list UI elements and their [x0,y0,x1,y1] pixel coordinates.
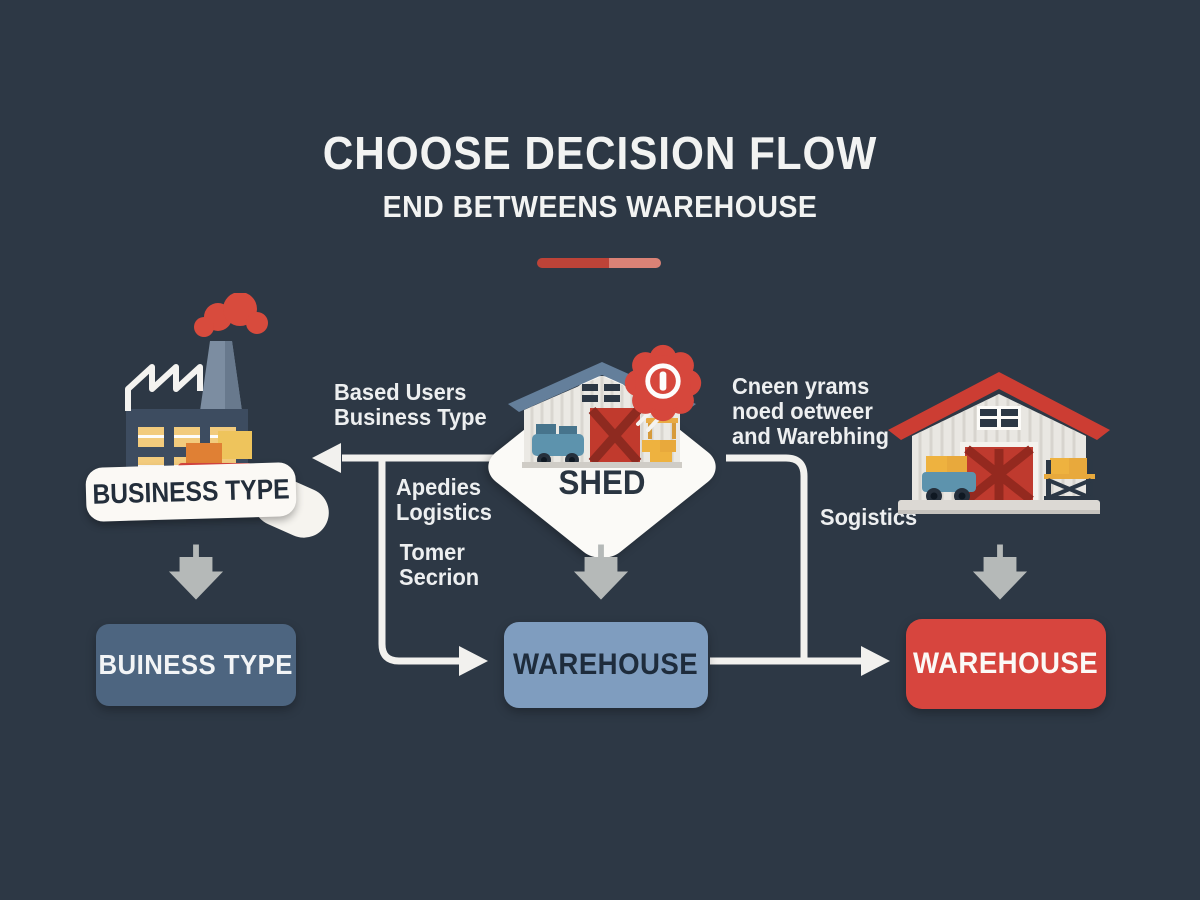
arrow-shed-to-right-branch [726,454,808,663]
header: CHOOSE DECISION FLOW END BETWEENS WAREHO… [0,126,1200,225]
source-label: BUSINESS TYPE [92,473,290,510]
source-label-pill: BUSINESS TYPE [85,462,297,522]
page-title: CHOOSE DECISION FLOW [322,127,878,179]
arrowhead-right [861,646,890,676]
annotation-line: Based Users [334,379,467,405]
annotation-based-users: Based Users Business Type [334,380,487,430]
title-divider [537,258,661,268]
annotation-line: Cneen yrams [732,373,870,399]
barn-warehouse-icon [888,372,1110,514]
alert-badge-icon [624,344,702,422]
shed-icon [508,362,696,468]
outcome-label: BUINESS TYPE [98,649,294,680]
decision-label: SHED [558,464,646,502]
annotation-cneen-yrams: Cneen yrams noed oetweer and Warebhing [732,374,889,449]
page-subtitle: END BETWEENS WAREHOUSE [382,189,818,224]
down-arrow-icon [972,544,1028,600]
down-arrow-icon [573,544,629,600]
annotation-line: Tomer [399,539,465,565]
outcome-label: WAREHOUSE [513,648,699,681]
annotation-line: Business Type [334,404,487,430]
arrow-branch-to-warehouse-center [378,455,461,665]
outcome-box-warehouse-right: WAREHOUSE [906,619,1106,709]
outcome-box-business-type: BUINESS TYPE [96,624,296,706]
outcome-box-warehouse-center: WAREHOUSE [504,622,708,708]
outcome-label: WAREHOUSE [913,647,1099,680]
annotation-line: and Warebhing [732,423,890,449]
annotation-line: noed oetweer [732,398,873,424]
down-arrow-icon [168,544,224,600]
arrowhead-left [312,443,341,473]
arrowhead-center [459,646,488,676]
